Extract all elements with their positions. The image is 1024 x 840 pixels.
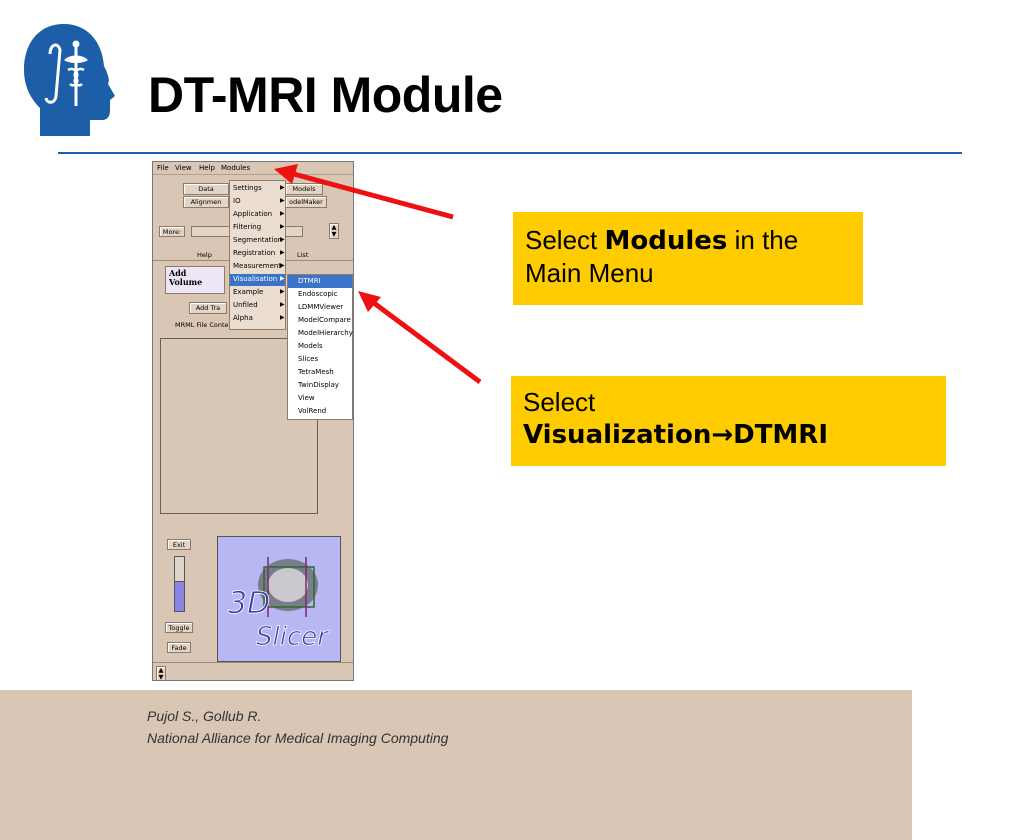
arrow-to-dtmri [368,297,482,385]
menu-modules[interactable]: Modules [221,164,251,172]
bottom-divider [0,690,912,840]
logo-text-slicer: Slicer [256,622,330,652]
data-button[interactable]: Data [183,183,229,195]
spin-arrows[interactable]: ▲▼ [329,223,339,239]
menu-item-unfiled[interactable]: Unfiled [233,301,258,309]
footer-authors: Pujol S., Gollub R. [147,708,262,724]
toggle-button[interactable]: Toggle [165,622,193,633]
add-volume-label-2: Volume [169,277,203,287]
submenu-item-models[interactable]: Models [298,342,323,350]
alignments-button[interactable]: Alignmen [183,196,229,208]
menu-view[interactable]: View [175,164,192,172]
callout-modules: Select Modules in the Main Menu [513,212,863,305]
submenu-item-view[interactable]: View [298,394,315,402]
slicer-logo-image: 3D Slicer [217,536,341,662]
exit-button[interactable]: Exit [167,539,191,550]
add-transform-button[interactable]: Add Tra [189,302,227,314]
submenu-item-endoscopic[interactable]: Endoscopic [298,290,338,298]
slicer-logo-graphic: 3D Slicer [218,537,340,661]
submenu-item-slices[interactable]: Slices [298,355,319,363]
menu-file[interactable]: File [157,164,169,172]
submenu-item-volrend[interactable]: VolRend [298,407,327,415]
menu-bar: File View Help Modules [153,162,353,175]
callout-visualization: Select Visualization→DTMRI [511,376,946,466]
modules-dropdown: Settings▶ IO▶ Application▶ Filtering▶ Se… [229,180,286,330]
submenu-item-twindisplay[interactable]: TwinDisplay [298,381,340,389]
top-divider [58,152,962,154]
submenu-item-dtmri[interactable]: DTMRI [288,275,352,288]
callout1-bold: Modules [604,226,728,256]
callout2-pre: Select [523,387,596,417]
modelmaker-button[interactable]: odelMaker [285,196,327,208]
menu-item-registration[interactable]: Registration [233,249,276,257]
menu-help[interactable]: Help [199,164,215,172]
submenu-item-ldmmviewer[interactable]: LDMMViewer [298,303,344,311]
submenu-item-modelcompare[interactable]: ModelCompare [298,316,351,324]
logo-text-3d: 3D [228,586,270,621]
add-volume-label-1: Add [169,268,187,278]
callout1-pre: Select [525,225,605,255]
slicer-main-window: File View Help Modules Data Models Align… [152,161,354,681]
fade-slider-knob[interactable] [174,556,185,582]
arrow-head-dtmri [358,291,381,312]
add-volume-button[interactable]: Add Volume [165,266,225,294]
list-tab[interactable]: List [297,251,309,259]
more-button[interactable]: More: [159,226,185,237]
menu-item-filtering[interactable]: Filtering [233,223,262,231]
menu-item-settings[interactable]: Settings [233,184,262,192]
menu-item-measurement[interactable]: Measurement [233,262,282,270]
menu-item-io[interactable]: IO [233,197,241,205]
submenu-item-tetramesh[interactable]: TetraMesh [298,368,334,376]
menu-item-visualisation[interactable]: Visualisation [233,275,278,283]
status-bar: ▲▼ [153,662,353,680]
callout1-post: in the Main Menu [525,225,799,288]
menu-item-segmentation[interactable]: Segmentation [233,236,283,244]
status-spin-arrows[interactable]: ▲▼ [156,666,166,680]
mrml-contents-label: MRML File Contents (current sce [175,321,280,329]
visualisation-submenu: DTMRI Endoscopic LDMMViewer ModelCompare… [287,274,353,420]
help-tab[interactable]: Help [197,251,212,259]
callout2-bold: Visualization→DTMRI [523,420,828,450]
namic-logo [24,24,115,136]
models-button[interactable]: Models [285,183,323,195]
submenu-item-modelhierarchy[interactable]: ModelHierarchy [298,329,353,337]
menu-item-application[interactable]: Application [233,210,273,218]
menu-item-highlight [230,274,285,286]
menu-item-alpha[interactable]: Alpha [233,314,253,322]
footer-organization: National Alliance for Medical Imaging Co… [147,730,449,746]
fade-button[interactable]: Fade [167,642,191,653]
menu-item-example[interactable]: Example [233,288,264,296]
slide-title: DT-MRI Module [148,67,503,123]
